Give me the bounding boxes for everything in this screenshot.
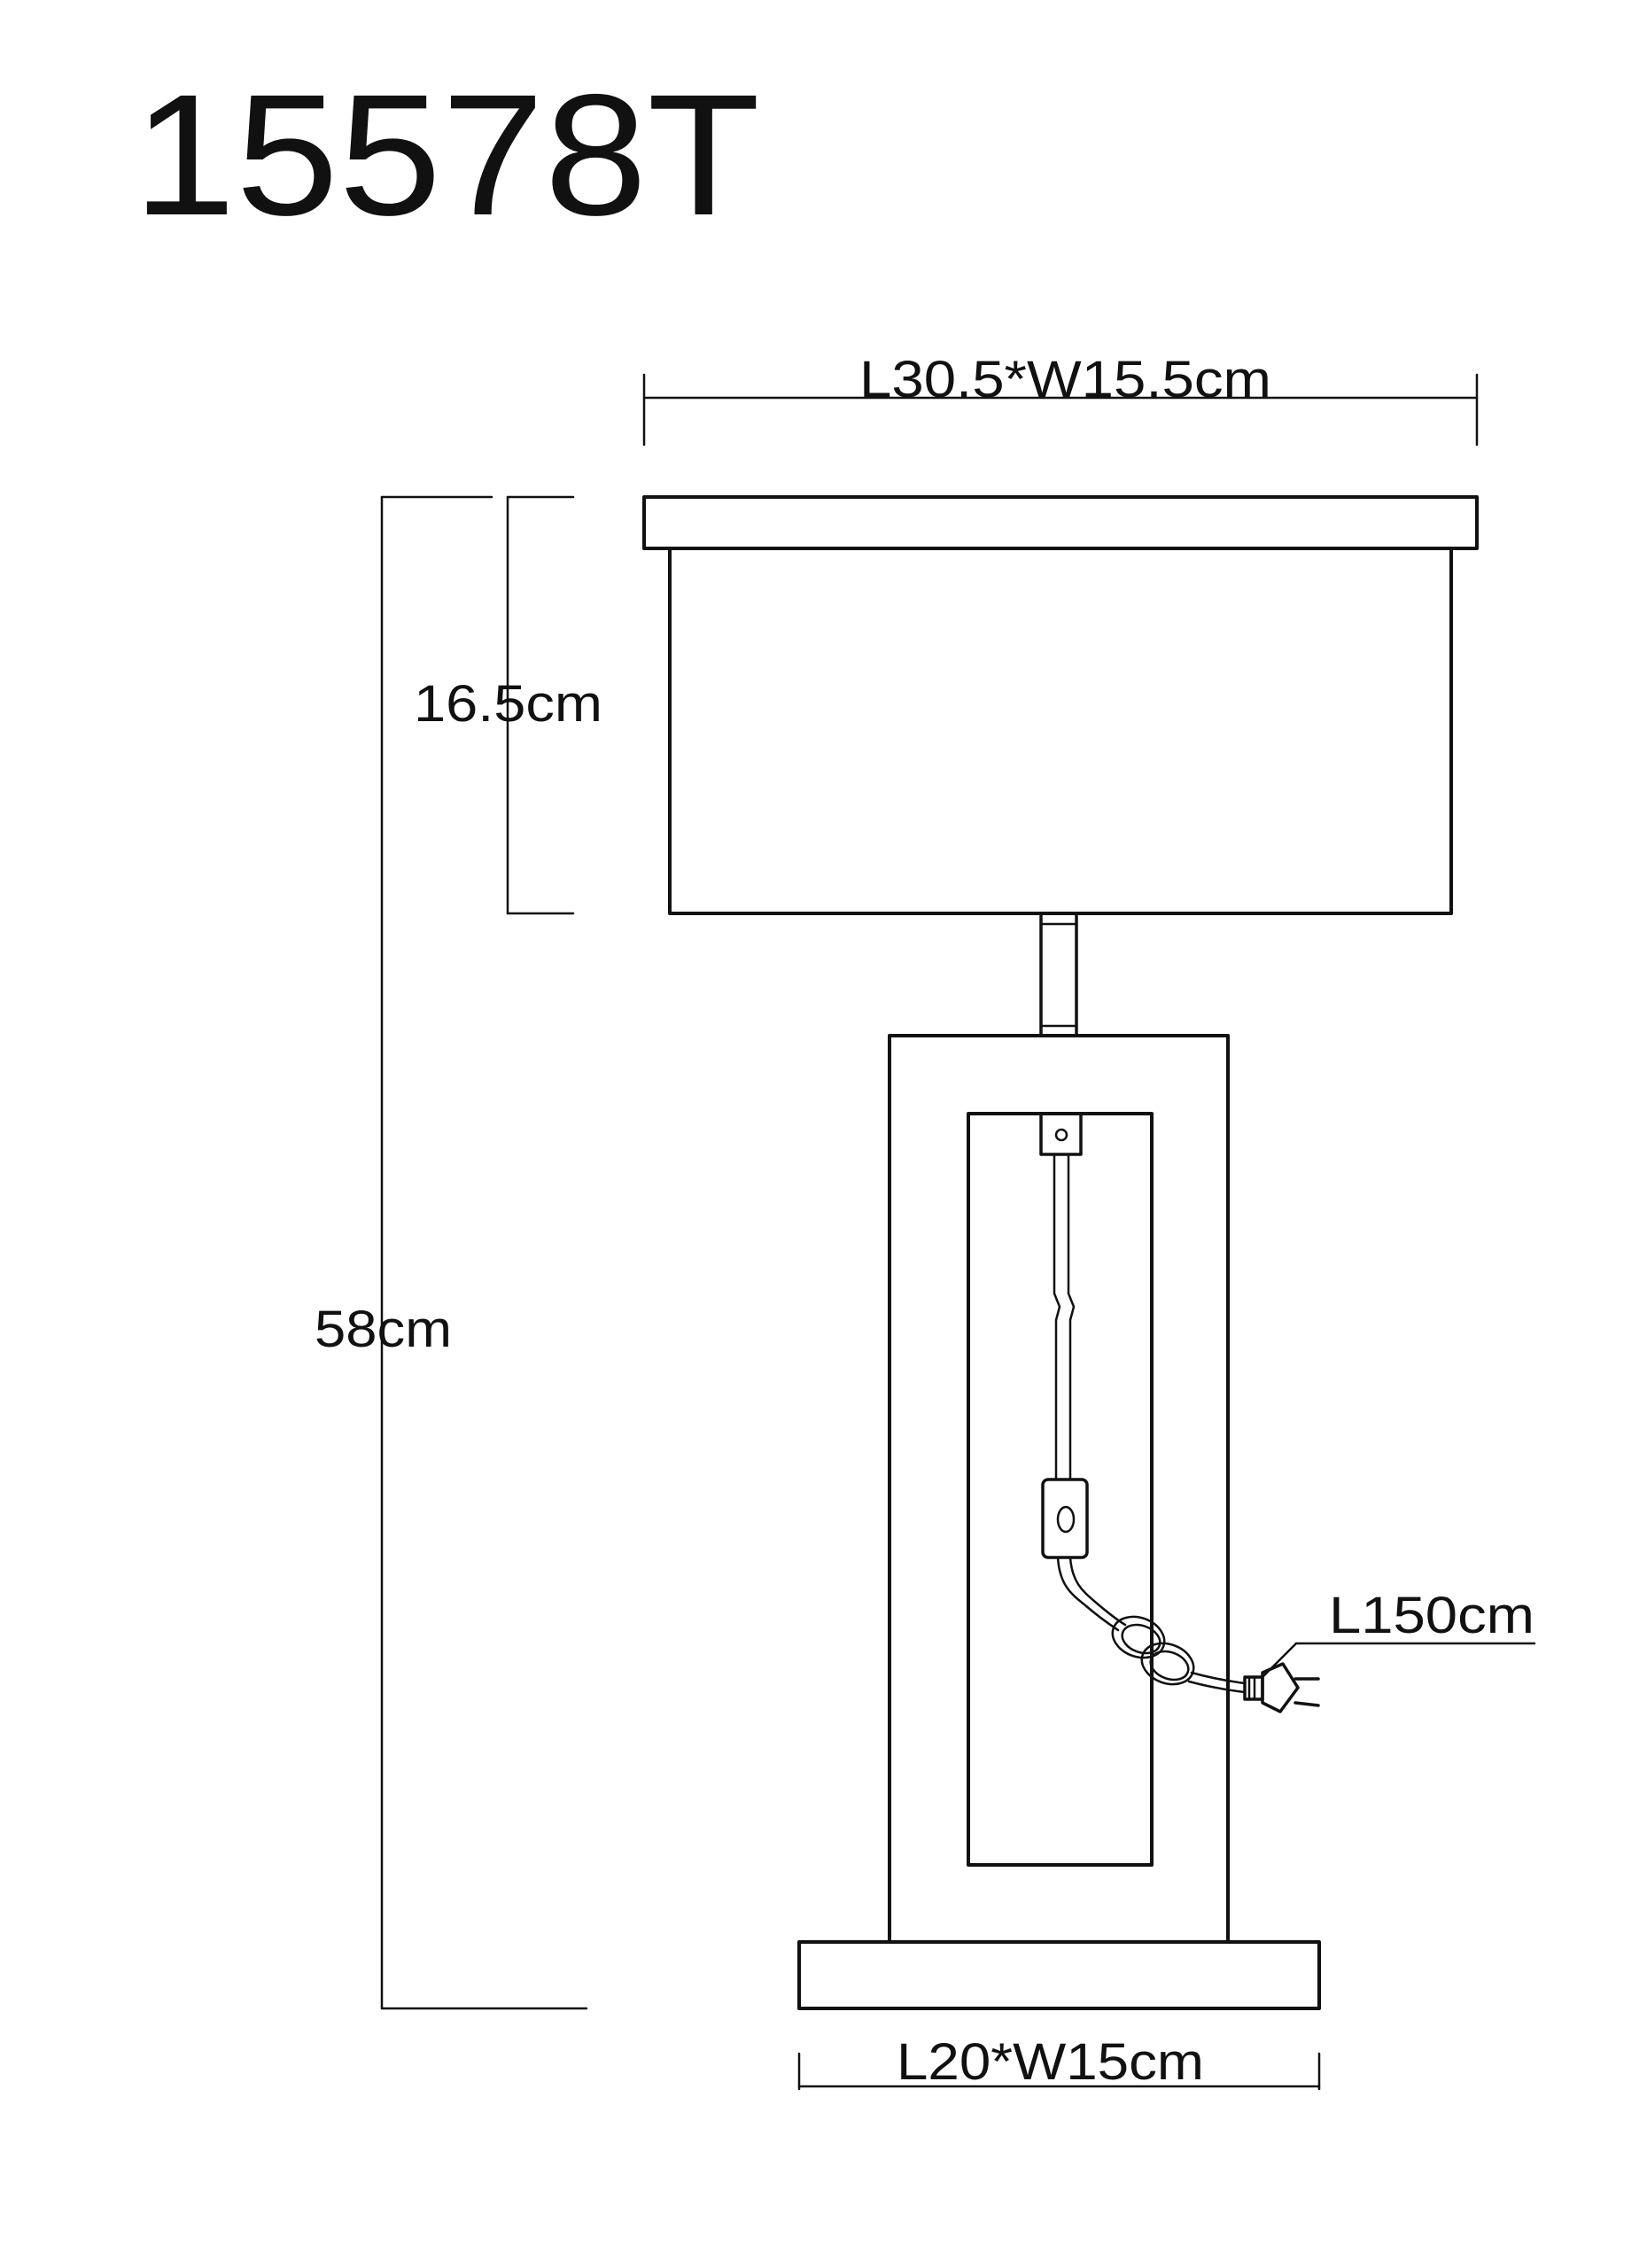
body-outer-frame	[888, 1034, 1230, 1944]
inner-cable-assembly	[1039, 1112, 1247, 1694]
lamp-body	[888, 1034, 1230, 1944]
cable-upper-right	[1067, 1153, 1076, 1481]
socket-connector	[1039, 1112, 1083, 1156]
shade-top-rim	[642, 495, 1479, 550]
total-height-dimension: 58cm	[315, 495, 588, 2010]
shade-body	[668, 547, 1453, 915]
base-width-dimension: L20*W15cm	[797, 2033, 1321, 2091]
shade-width-label: L30.5*W15.5cm	[859, 351, 1271, 408]
cable-lower-a	[1056, 1556, 1120, 1632]
switch-button-icon	[1056, 1505, 1076, 1534]
cable-upper-left	[1053, 1153, 1061, 1481]
shade-width-dimension: L30.5*W15.5cm	[642, 351, 1479, 447]
total-height-label: 58cm	[315, 1301, 452, 1358]
body-inner-opening	[967, 1112, 1154, 1867]
base-plate	[797, 1940, 1321, 2010]
cable-lower-b	[1068, 1556, 1127, 1627]
base-width-label: L20*W15cm	[897, 2033, 1204, 2091]
cable-to-plug-a	[1190, 1671, 1247, 1685]
lamp-stem	[1039, 912, 1078, 1037]
cable-length-label: L150cm	[1329, 1587, 1534, 1644]
stem-tube	[1039, 912, 1078, 1037]
inline-switch	[1041, 1478, 1089, 1559]
socket-screw-icon	[1054, 1128, 1068, 1142]
lamp-shade	[642, 495, 1479, 915]
plug-icon	[1243, 1662, 1320, 1713]
shade-height-label: 16.5cm	[414, 675, 602, 733]
model-number: 15578T	[133, 58, 760, 252]
cable-length-callout: L150cm	[1261, 1587, 1536, 1679]
shade-height-dimension: 16.5cm	[414, 495, 602, 915]
cable-to-plug-b	[1187, 1680, 1247, 1694]
cable-leader-line	[1261, 1642, 1298, 1679]
